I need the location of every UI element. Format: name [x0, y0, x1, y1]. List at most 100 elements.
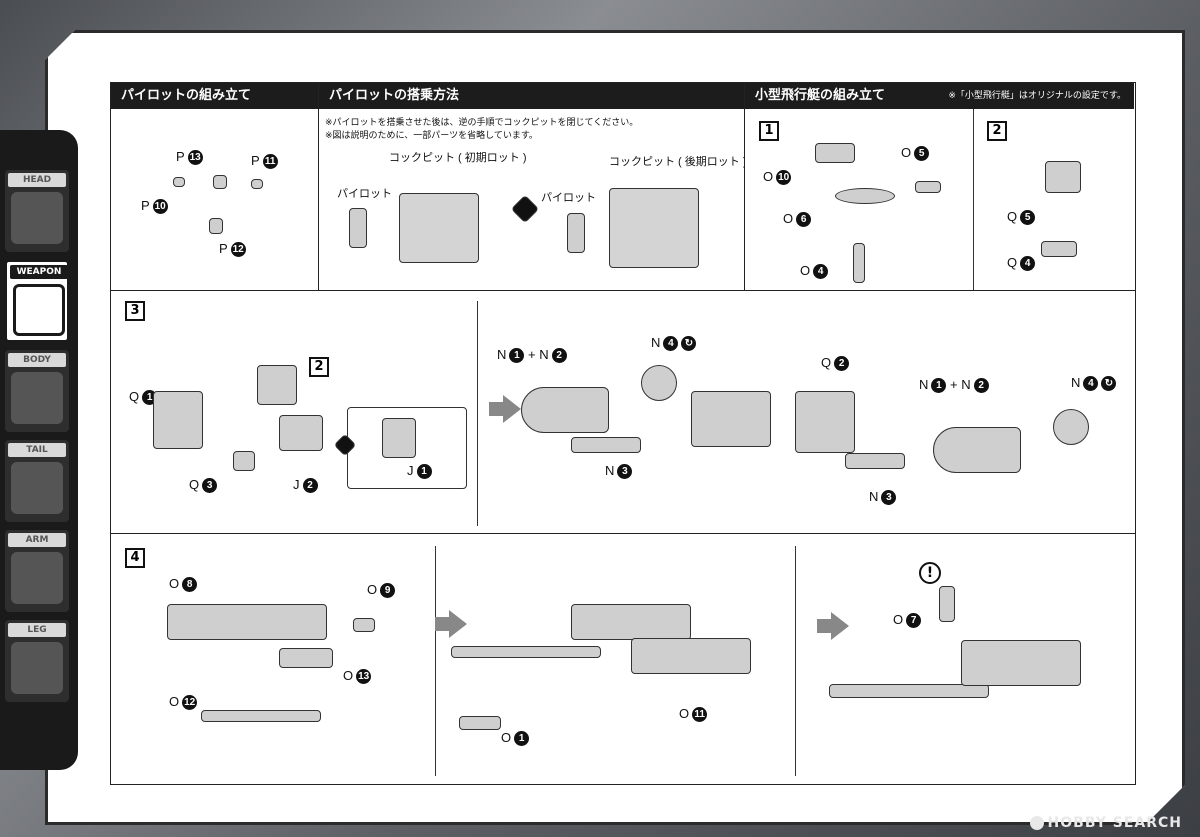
divider — [435, 546, 436, 776]
leg-icon — [11, 642, 63, 694]
next-arrow-icon — [489, 395, 521, 423]
tab-body[interactable]: BODY — [5, 350, 69, 432]
craft-hull-part — [835, 188, 895, 204]
cap-part — [1053, 409, 1089, 445]
q2-mount-part — [795, 391, 855, 453]
tab-label: ARM — [8, 533, 66, 547]
note-text: ※パイロットを搭乗させた後は、逆の手順でコックピットを閉じてください。 — [325, 118, 639, 128]
note-text: ※「小型飛行艇」はオリジナルの設定です。 — [948, 91, 1126, 101]
tab-label: TAIL — [8, 443, 66, 457]
step-number: 2 — [987, 121, 1007, 141]
o11-body-part — [631, 638, 751, 674]
pilot-figure — [349, 208, 367, 248]
swap-icon — [510, 194, 540, 224]
tab-tail[interactable]: TAIL — [5, 440, 69, 522]
barrel-part — [845, 453, 905, 469]
tail-icon — [11, 462, 63, 514]
assembled-gun-part — [961, 640, 1081, 686]
cap-part — [641, 365, 677, 401]
cockpit-early-illustration — [399, 193, 479, 263]
divider — [973, 109, 974, 291]
divider — [477, 301, 478, 526]
j2-seat-part — [279, 415, 323, 451]
j1-seat-part — [382, 418, 416, 458]
logo-icon — [1029, 816, 1044, 830]
section-title: 小型飛行艇の組み立て※「小型飛行艇」はオリジナルの設定です。 — [745, 83, 1134, 109]
pilot-label: パイロット — [337, 188, 392, 200]
craft-canopy-part — [815, 143, 855, 163]
next-arrow-icon — [435, 610, 467, 638]
tank-part — [933, 427, 1021, 473]
section-tabs: HEAD WEAPON BODY TAIL ARM LEG — [0, 130, 78, 770]
pilot-figure — [567, 213, 585, 253]
weapon-icon — [13, 284, 65, 336]
tab-leg[interactable]: LEG — [5, 620, 69, 702]
arm-icon — [11, 552, 63, 604]
tab-arm[interactable]: ARM — [5, 530, 69, 612]
barrel-part — [829, 684, 989, 698]
tab-label: LEG — [8, 623, 66, 637]
gun-frame-part — [571, 604, 691, 640]
craft-top-part — [1045, 161, 1081, 193]
step-number: 3 — [125, 301, 145, 321]
o12-barrel-part — [201, 710, 321, 722]
rotate-icon: ↻ — [1101, 376, 1117, 392]
body-icon — [11, 372, 63, 424]
craft-stand-part — [853, 243, 865, 283]
rotate-icon: ↻ — [681, 336, 697, 352]
tank-part — [521, 387, 609, 433]
tab-head[interactable]: HEAD — [5, 170, 69, 252]
alternate-part-box — [347, 407, 467, 489]
cockpit-late-label: コックピット ( 後期ロット ) — [609, 156, 747, 168]
tab-weapon[interactable]: WEAPON — [5, 260, 69, 342]
reference-number: 2 — [309, 357, 329, 377]
step-number: 4 — [125, 548, 145, 568]
cockpit-early-label: コックピット ( 初期ロット ) — [389, 152, 527, 164]
tab-label: HEAD — [8, 173, 66, 187]
sub-assembly-part — [257, 365, 297, 405]
divider — [795, 546, 796, 776]
step-number: 1 — [759, 121, 779, 141]
pilot-label: パイロット — [541, 192, 596, 204]
head-icon — [11, 192, 63, 244]
tab-label: BODY — [8, 353, 66, 367]
watermark: HOBBY SEARCH — [1029, 815, 1182, 831]
gun-frame-part — [167, 604, 327, 640]
o7-handle-part — [939, 586, 955, 622]
engine-housing-part — [691, 391, 771, 447]
barrel-part — [571, 437, 641, 453]
pilot-torso-part — [213, 175, 227, 189]
barrel-part — [451, 646, 601, 658]
pilot-arm-part — [251, 179, 263, 189]
note-text: ※図は説明のために、一部パーツを省略しています。 — [325, 131, 538, 141]
